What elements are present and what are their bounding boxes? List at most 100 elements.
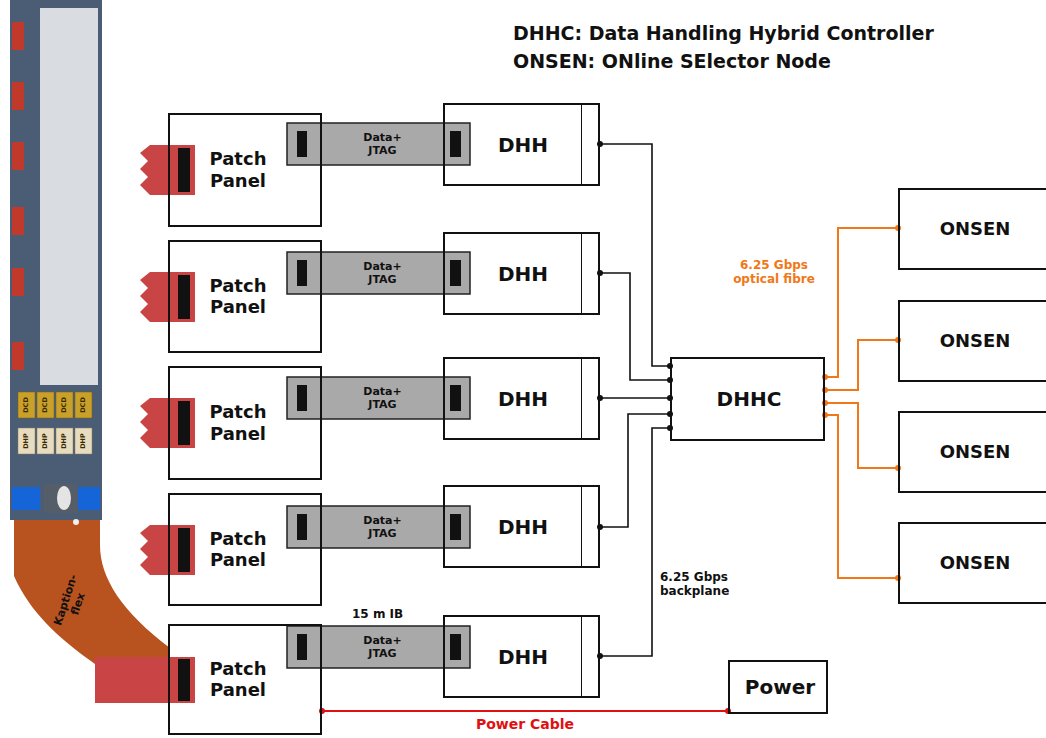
node-title: Patch Panel — [198, 658, 278, 701]
cable-plug — [450, 131, 461, 157]
cable-label: Data+ JTAG — [357, 634, 409, 660]
fibre-link — [825, 340, 898, 390]
node-title: Power — [745, 675, 815, 699]
dhh-divider — [581, 105, 582, 184]
link-dot — [597, 395, 603, 401]
dhh-divider — [581, 234, 582, 313]
wire-link — [600, 397, 670, 399]
connector-group — [597, 425, 673, 659]
cable-label: Data+ JTAG — [357, 514, 409, 540]
link-dot — [597, 524, 603, 530]
link-label: 6.25 Gbps backplane — [660, 570, 750, 599]
connector-group — [597, 395, 673, 401]
connector-group — [597, 141, 673, 369]
node-title: DHHC — [717, 387, 782, 411]
cable-label: Data+ JTAG — [357, 260, 409, 286]
node-title: ONSEN — [940, 552, 1011, 574]
connector-group — [597, 270, 673, 383]
cable-label: Data+ JTAG — [357, 131, 409, 157]
link-dot — [597, 141, 603, 147]
dhh-box: DHH — [443, 103, 600, 186]
node-title: DHH — [498, 515, 548, 539]
cable-plug — [450, 634, 461, 660]
abbreviation-note: ONSEN: ONline SElector Node — [513, 50, 831, 73]
node-title: DHH — [498, 133, 548, 157]
abbreviation-note: DHHC: Data Handling Hybrid Controller — [513, 22, 934, 45]
cable-plug — [297, 260, 307, 286]
node-title: ONSEN — [940, 218, 1011, 240]
dhh-divider — [581, 617, 582, 696]
switcher-chips — [12, 22, 24, 370]
mounting-hole — [57, 486, 71, 510]
link-dot — [822, 400, 828, 406]
node-title: DHH — [498, 387, 548, 411]
link-dot — [822, 374, 828, 380]
connector-group — [822, 412, 901, 581]
link-dot — [319, 708, 325, 714]
node-title: Patch Panel — [198, 528, 278, 571]
cable-plug — [297, 634, 307, 660]
node-title: ONSEN — [940, 330, 1011, 352]
data-cable — [322, 378, 443, 418]
connector-block — [78, 487, 100, 510]
dhp-chips — [18, 428, 92, 454]
chip-label: DCD — [42, 397, 50, 413]
cable-plug — [297, 514, 307, 540]
patch-panel-box: Patch Panel — [168, 366, 322, 480]
connector-housing — [44, 484, 78, 513]
module-frame — [10, 0, 102, 520]
onsen-box: ONSEN — [898, 522, 1046, 604]
dhh-divider — [581, 359, 582, 438]
onsen-box: ONSEN — [898, 188, 1046, 270]
chip-label: DCD — [80, 397, 88, 413]
connector-group — [822, 400, 901, 471]
power-box: Power — [728, 660, 828, 714]
wire-link — [600, 414, 670, 527]
patch-panel-box: Patch Panel — [168, 113, 322, 227]
mounting-hole — [73, 519, 79, 525]
wire-link — [600, 428, 670, 656]
cable-plug — [297, 385, 307, 411]
onsen-box: ONSEN — [898, 300, 1046, 382]
fibre-link — [825, 415, 898, 578]
link-dot — [822, 412, 828, 418]
connector-group — [822, 337, 901, 393]
chip-label: DCD — [61, 397, 69, 413]
power-link — [322, 710, 728, 712]
link-dot — [597, 653, 603, 659]
data-cable — [322, 507, 443, 547]
node-title: DHH — [498, 645, 548, 669]
dhh-box: DHH — [443, 232, 600, 315]
node-title: Patch Panel — [198, 148, 278, 191]
cable-plug — [450, 514, 461, 540]
wire-link — [600, 144, 670, 366]
edge-label: Power Cable — [473, 716, 577, 733]
patch-panel-box: Patch Panel — [168, 493, 322, 606]
dcd-chips — [18, 392, 92, 418]
connector-group — [319, 708, 731, 714]
link-dot — [597, 270, 603, 276]
sensor-area — [40, 8, 98, 385]
link-label: 6.25 Gbps optical fibre — [722, 258, 826, 287]
chip-label: DHP — [23, 433, 31, 449]
patch-panel-box: Patch Panel — [168, 624, 322, 735]
cable-length: 15 m IB — [352, 607, 403, 621]
flex-connector-slot — [178, 659, 190, 701]
flex-connector — [95, 657, 195, 703]
node-title: DHH — [498, 262, 548, 286]
fibre-link — [825, 403, 898, 468]
connector-group — [597, 411, 673, 530]
chip-label: DHP — [80, 433, 88, 449]
node-title: Patch Panel — [198, 275, 278, 318]
dhh-box: DHH — [443, 485, 600, 568]
data-cable — [322, 253, 443, 293]
chip-label: DHP — [42, 433, 50, 449]
node-title: ONSEN — [940, 441, 1011, 463]
patch-panel-box: Patch Panel — [168, 240, 322, 353]
data-cable — [322, 627, 443, 667]
node-title: Patch Panel — [198, 401, 278, 444]
chip-label: DHP — [61, 433, 69, 449]
wire-link — [600, 273, 670, 380]
